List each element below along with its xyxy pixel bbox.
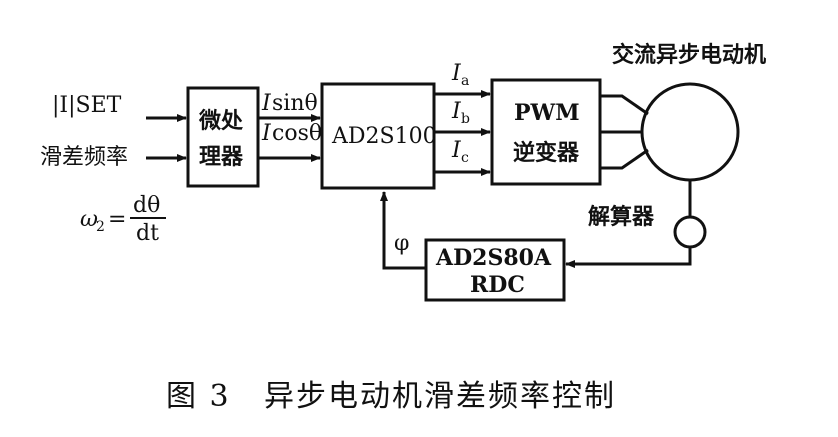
pwm-label-line2: 逆变器 <box>513 140 580 166</box>
pwm-inverter-block <box>490 78 602 186</box>
resolver-feedback-arrow <box>565 247 692 268</box>
ad2s100-block <box>320 82 436 190</box>
resolver <box>673 215 707 249</box>
slip-frequency-formula: ω 2 = dθ dt <box>80 193 166 246</box>
phi-signal-label: φ <box>394 231 409 256</box>
omega-symbol: ω <box>80 207 98 232</box>
ia-signal-label: I a <box>451 61 469 89</box>
microprocessor-label-line1: 微处 <box>198 108 243 134</box>
motor-phase-a-line <box>600 94 649 116</box>
ad2s100-label: AD2S100 <box>331 124 437 149</box>
svg-text:I: I <box>451 99 462 124</box>
phi-feedback-arrow <box>380 191 426 270</box>
equals-sign: = <box>108 207 126 232</box>
figure-caption: 异步电动机滑差频率控制 <box>264 379 616 414</box>
induction-motor <box>640 82 740 182</box>
amplitude-set-label: |I|SET <box>52 93 122 118</box>
svg-text:c: c <box>461 150 469 166</box>
isin-prefix: I <box>261 91 272 116</box>
microprocessor-block <box>186 86 260 188</box>
microprocessor-label-line2: 理器 <box>199 144 244 170</box>
ib-signal-label: I b <box>451 99 470 127</box>
rdc-block <box>424 238 566 302</box>
icos-signal-label: I cosθ <box>261 121 322 146</box>
omega-subscript: 2 <box>96 219 105 235</box>
icos-prefix: I <box>261 121 272 146</box>
formula-numerator: dθ <box>133 193 160 218</box>
formula-denominator: dt <box>136 221 159 246</box>
resolver-label: 解算器 <box>588 204 655 230</box>
slip-frequency-label: 滑差频率 <box>40 145 128 170</box>
svg-text:I: I <box>451 61 462 86</box>
ic-signal-label: I c <box>451 138 469 166</box>
svg-text:b: b <box>461 111 470 127</box>
svg-text:a: a <box>461 73 469 89</box>
figure-number: 图 3 <box>166 379 231 414</box>
rdc-label-line1: AD2S80A <box>435 245 552 271</box>
isin-signal-label: I sinθ <box>261 91 318 116</box>
rdc-label-line2: RDC <box>470 272 525 298</box>
isin-suffix: sinθ <box>272 91 318 116</box>
motor-phase-c-line <box>600 148 649 170</box>
motor-label: 交流异步电动机 <box>612 42 766 68</box>
icos-suffix: cosθ <box>272 121 322 146</box>
pwm-label-line1: PWM <box>514 100 580 126</box>
svg-text:I: I <box>451 138 462 163</box>
